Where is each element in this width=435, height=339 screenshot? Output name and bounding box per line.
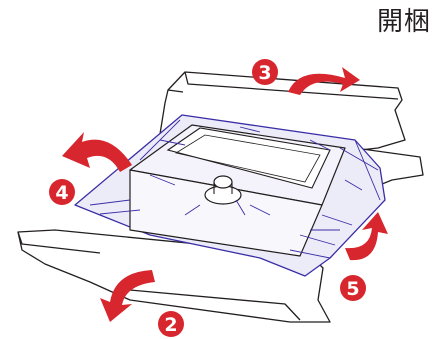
step-number-2: 2 (164, 314, 177, 336)
arrow-step-4 (62, 132, 132, 172)
step-badge-5: 5 (340, 275, 366, 301)
step-badge-3: 3 (252, 59, 278, 85)
step-badge-2: 2 (158, 311, 184, 337)
step-number-4: 4 (55, 182, 68, 204)
step-badge-4: 4 (49, 179, 75, 205)
step-number-5: 5 (346, 278, 359, 300)
step-number-3: 3 (258, 62, 271, 84)
